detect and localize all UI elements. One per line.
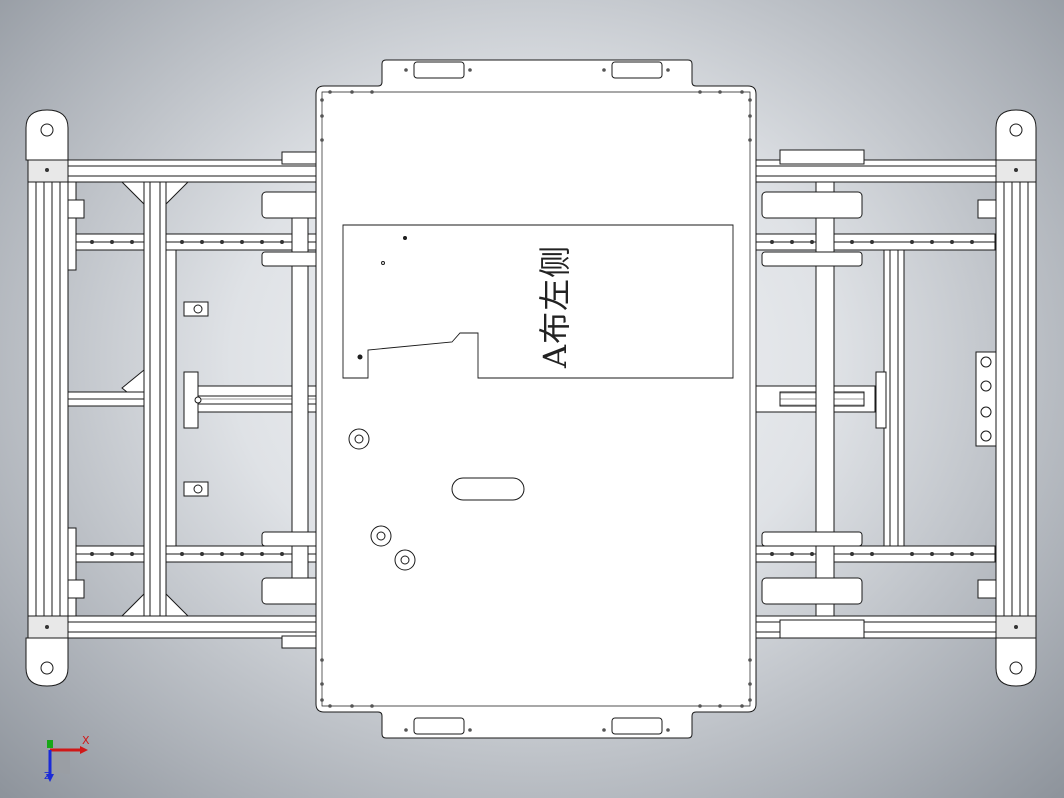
shaft xyxy=(291,181,835,617)
annotation-text: A布左侧 xyxy=(536,244,574,368)
main-plate xyxy=(315,59,757,739)
x-axis-label: X xyxy=(82,734,90,747)
edge-screw xyxy=(320,68,752,732)
inner-frame xyxy=(67,181,997,617)
mounting-plate xyxy=(975,351,997,447)
annotation-label: A布左侧 xyxy=(530,238,580,368)
bolt-row xyxy=(45,168,1018,629)
lifting-lug xyxy=(25,109,1037,687)
triad-graphic xyxy=(46,740,88,782)
z-axis-label: Z xyxy=(44,771,51,782)
bearing-housing xyxy=(261,149,865,649)
